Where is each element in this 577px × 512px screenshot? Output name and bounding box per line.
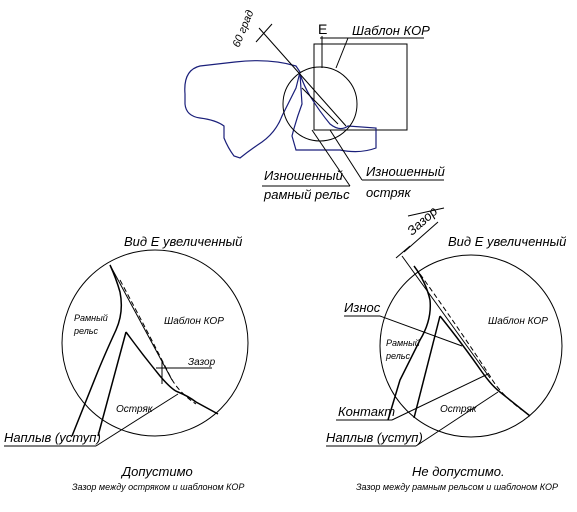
right-stock-rail-edge [387,265,432,421]
right-overlap-label: Наплыв (уступ) [326,430,423,445]
right-template-dashed [419,273,523,411]
right-switch-rail-label: Остряк [440,404,478,415]
top-angle-tick [255,23,273,43]
top-switch-rail-leader [329,129,363,181]
right-contact-label: Контакт [338,404,395,419]
top-stock-rail-profile [184,60,301,159]
right-switch-rail-back [413,315,441,419]
top-switch-rail-label-1: Изношенный [366,164,445,179]
left-caption: Зазор между остряком и шаблоном КОР [72,482,244,492]
right-heading: Вид Е увеличенный [448,234,566,249]
right-gap-label: Зазор [404,203,440,238]
right-verdict: Не допустимо. [412,464,505,479]
right-wear-label: Износ [344,300,381,315]
left-template-label: Шаблон КОР [164,315,224,327]
left-template-line [109,264,173,381]
right-wear-leader [379,315,463,347]
top-inner-line [301,87,339,125]
right-gap-diagonal [407,207,445,217]
right-stock-rail-label-2: рельс [385,351,411,361]
left-overlap-label: Наплыв (уступ) [4,430,101,445]
top-template-arrow [335,37,349,69]
left-gap-label: Зазор [188,357,216,368]
top-angle-line [258,27,347,127]
left-view: Вид Е увеличенный Рамный рельс Шаблон КО… [4,234,249,492]
right-view-circle [379,254,563,438]
right-switch-rail-edge [439,315,531,417]
top-switch-rail-label-2: остряк [366,185,411,200]
left-verdict: Допустимо [120,464,193,479]
left-stock-rail-label-2: рельс [73,326,99,336]
left-stock-rail-edge [71,264,123,437]
left-template-dashed [119,279,197,405]
right-template-label: Шаблон КОР [488,315,548,327]
left-view-circle [61,249,249,437]
left-heading: Вид Е увеличенный [124,234,242,249]
top-stock-rail-leader [311,129,351,187]
right-contact-leader [391,373,489,421]
left-switch-rail-label: Остряк [116,404,154,415]
left-overlap-leader [95,393,179,447]
top-template-frame [313,43,408,131]
right-template-line [401,255,491,379]
left-stock-rail-label-1: Рамный [74,313,108,323]
right-gap-dimension [403,221,439,253]
left-switch-rail-back [97,331,127,437]
top-template-label: Шаблон КОР [352,23,430,38]
right-view: Зазор Вид Е увеличенный Износ Рамный рел… [326,203,566,492]
right-caption: Зазор между рамным рельсом и шаблоном КО… [356,482,558,492]
top-view-letter: Е [318,21,327,37]
top-stock-rail-label-1: Изношенный [264,168,343,183]
right-gap-tick [395,245,411,259]
left-switch-rail-edge [125,331,219,415]
right-stock-rail-label-1: Рамный [386,338,420,348]
top-stock-rail-label-2: рамный рельс [263,187,350,202]
right-overlap-leader [415,391,499,447]
top-angle-label: 60 град [231,8,257,49]
top-drawing: 60 град Е Шаблон КОР Изношенный рамный р… [184,8,445,202]
